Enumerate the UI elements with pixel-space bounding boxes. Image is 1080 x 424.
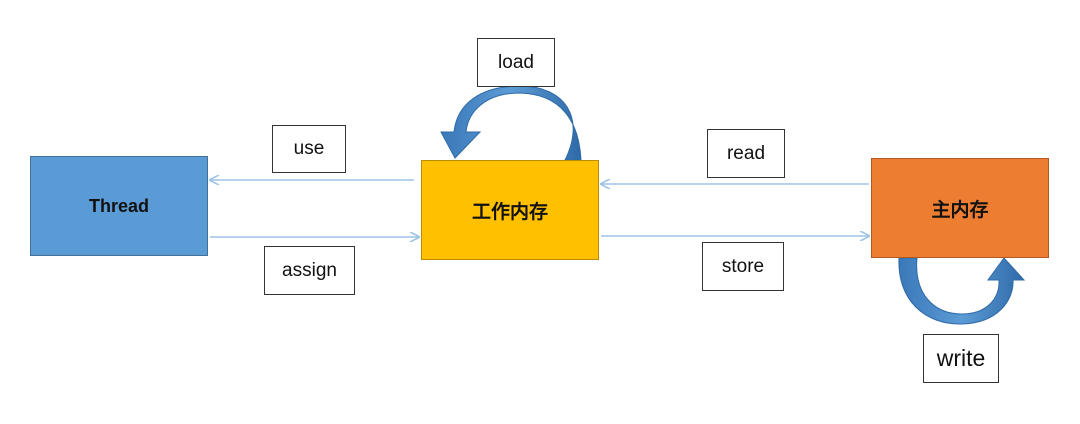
assign-label: assign <box>264 246 355 295</box>
thread-node: Thread <box>30 156 208 256</box>
load-label: load <box>477 38 555 87</box>
write-label: write <box>923 334 999 383</box>
curved-arrow-write <box>898 257 1026 325</box>
store-label: store <box>702 242 784 291</box>
use-label: use <box>272 125 346 173</box>
read-label: read <box>707 129 785 178</box>
curved-arrow-load <box>440 85 582 161</box>
working-memory-node: 工作内存 <box>421 160 599 260</box>
main-memory-node: 主内存 <box>871 158 1049 258</box>
